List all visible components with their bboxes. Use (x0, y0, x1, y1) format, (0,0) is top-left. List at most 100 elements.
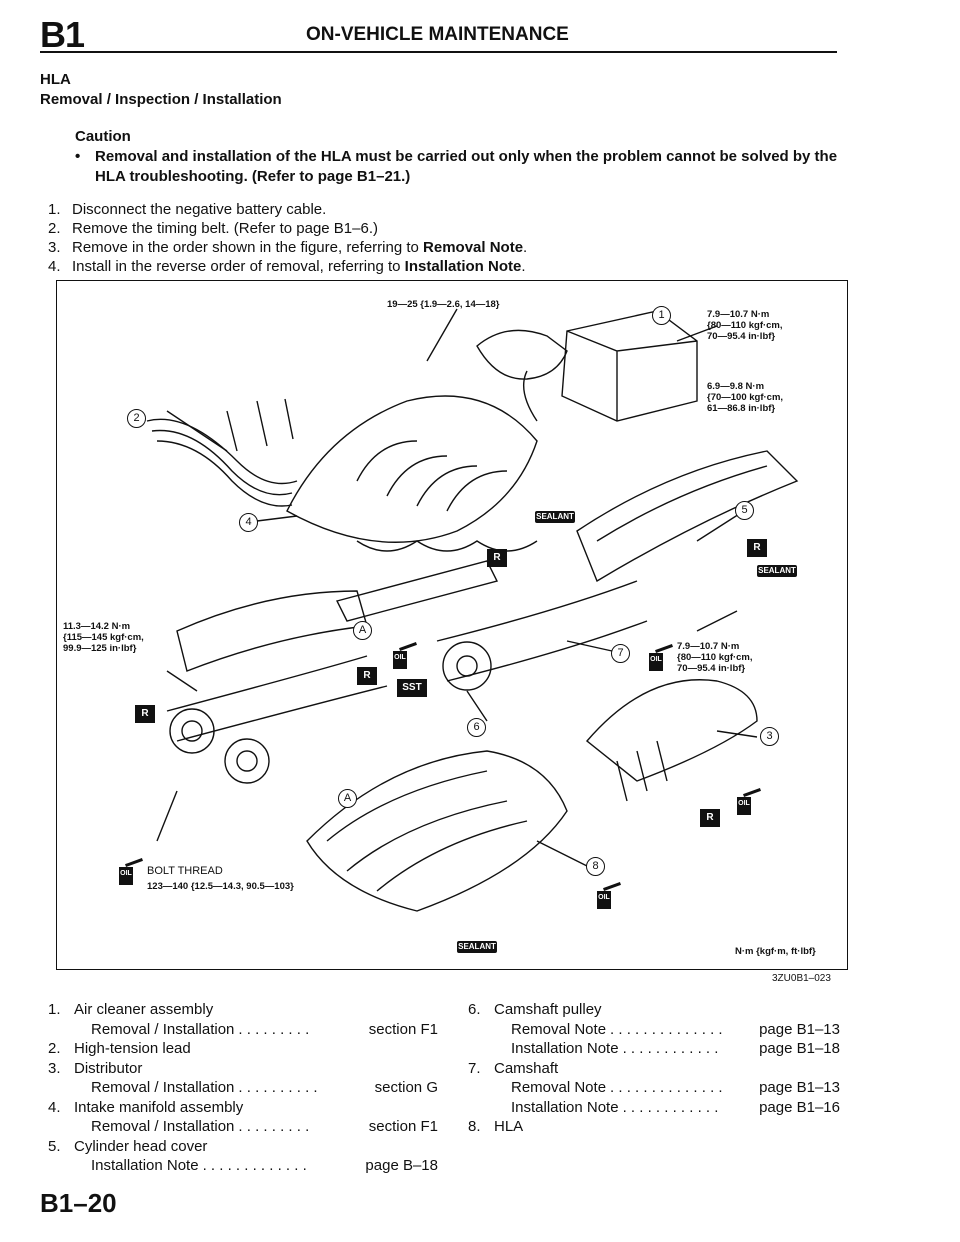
legend-leader-dots: . . . . . . . . . . . . . . (610, 1020, 723, 1038)
legend-reference: Removal / Installation. . . . . . . . .s… (48, 1020, 438, 1040)
bolt-thread-label: BOLT THREAD (147, 865, 223, 877)
caution-text: Removal and installation of the HLA must… (95, 148, 838, 185)
marker-a-upper: A (353, 621, 372, 640)
oil-icon: OIL (393, 642, 417, 671)
replace-tag: R (487, 549, 507, 567)
legend-reference: Removal Note. . . . . . . . . . . . . . p… (468, 1078, 840, 1098)
engine-exploded-drawing (146, 308, 799, 912)
legend-leader-dots: . . . . . . . . . . . . . (202, 1157, 307, 1174)
step-text-main: Remove the timing belt. (Refer to page B… (72, 220, 378, 237)
legend-entry: 8.HLA (468, 1117, 840, 1137)
section-heading: HLA (40, 71, 71, 88)
legend-item: 6. Camshaft pulley (468, 1000, 840, 1020)
units-label: N·m {kgf·m, ft·lbf} (735, 946, 816, 957)
legend-leader-dots: . . . . . . . . . (238, 1118, 310, 1135)
legend-item: 2. High-tension lead (48, 1039, 438, 1059)
sealant-tag: SEALANT (535, 511, 575, 523)
torque-label-right1: 7.9—10.7 N·m{80—110 kgf·cm,70—95.4 in·lb… (707, 309, 783, 342)
legend-part-name: Camshaft (494, 1059, 559, 1077)
step-number: 1. (48, 201, 61, 218)
section-subheading: Removal / Inspection / Installation (40, 91, 282, 108)
caution-heading: Caution (75, 128, 131, 145)
page-number: B1–20 (40, 1188, 117, 1218)
step-text: Install in the reverse order of removal,… (72, 257, 526, 276)
legend-number: 7. (468, 1059, 481, 1077)
marker-4: 4 (239, 513, 258, 532)
torque-label-left: 11.3—14.2 N·m{115—145 kgf·cm,99.9—125 in… (63, 621, 144, 654)
legend-ref-target: section F1 (368, 1118, 438, 1135)
oil-icon: OIL (119, 858, 143, 887)
legend-part-name: Intake manifold assembly (74, 1098, 244, 1116)
legend-ref-label: Removal Note (511, 1079, 607, 1096)
bullet-icon: • (75, 148, 81, 165)
legend-leader-dots: . . . . . . . . . . . . . . (610, 1079, 723, 1096)
marker-3: 3 (760, 727, 779, 746)
legend-number: 6. (468, 1001, 481, 1018)
legend-part-name: High-tension lead (74, 1040, 191, 1057)
step-text-main: Disconnect the negative battery cable. (72, 201, 327, 218)
procedure-step: 4. Install in the reverse order of remova… (48, 257, 527, 276)
step-text-main: Remove in the order shown in the figure,… (72, 239, 424, 256)
torque-label-top: 19—25 {1.9—2.6, 14—18} (387, 299, 500, 310)
legend-ref-label: Installation Note (91, 1157, 199, 1174)
legend-ref-label: Installation Note (511, 1040, 619, 1057)
header-title: ON-VEHICLE MAINTENANCE (306, 24, 569, 45)
torque-label-right2: 6.9—9.8 N·m{70—100 kgf·cm,61—86.8 in·lbf… (707, 381, 784, 414)
legend-part-name: Camshaft pulley (494, 1001, 602, 1018)
marker-7: 7 (611, 644, 630, 663)
legend-item: 4.Intake manifold assembly (48, 1098, 438, 1118)
step-text-main: Install in the reverse order of removal,… (72, 258, 405, 275)
legend-ref-target: page B1–13 (759, 1020, 840, 1038)
legend-leader-dots: . . . . . . . . . . (238, 1079, 318, 1096)
legend-ref-target: page B1–18 (759, 1040, 840, 1057)
step-text-tail: . (521, 258, 526, 275)
exploded-view-figure: 19—25 {1.9—2.6, 14—18} 7.9—10.7 N·m{80—1… (56, 280, 848, 970)
legend-number: 5. (48, 1137, 61, 1155)
procedure-step: 3.Remove in the order shown in the figur… (48, 238, 527, 257)
legend-ref-label: Installation Note (511, 1098, 619, 1116)
marker-5: 5 (735, 501, 754, 520)
caution-block: Caution • Removal and installation of th… (75, 127, 855, 187)
step-text-tail: . (523, 239, 528, 256)
marker-8: 8 (586, 857, 605, 876)
figure-code: 3ZU0B1–023 (772, 973, 831, 984)
section-title: HLA Removal / Inspection / Installation (40, 70, 282, 110)
step-text-emphasis: Removal Note (423, 239, 524, 256)
oil-icon: OIL (737, 788, 761, 817)
procedure-step: 2.Remove the timing belt. (Refer to page… (48, 219, 527, 238)
legend-part-name: Distributor (74, 1059, 143, 1077)
step-text: Remove the timing belt. (Refer to page B… (72, 219, 378, 238)
marker-6: 6 (467, 718, 486, 737)
legend-ref-target: page B1–16 (759, 1098, 840, 1116)
legend-item: 7. Camshaft (468, 1059, 840, 1079)
legend-item: 8.HLA (468, 1117, 840, 1137)
legend-reference: Installation Note. . . . . . . . . . . .… (48, 1156, 438, 1176)
legend-ref-label: Removal Note (511, 1020, 607, 1038)
step-text: Remove in the order shown in the figure,… (72, 238, 527, 257)
legend-item: 1.Air cleaner assembly (48, 1000, 438, 1020)
legend-item: 5.Cylinder head cover (48, 1137, 438, 1157)
legend-ref-label: Removal / Installation (91, 1020, 235, 1038)
legend-number: 2. (48, 1040, 61, 1057)
marker-1: 1 (652, 306, 671, 325)
header-section-code: B1 (40, 14, 85, 55)
legend-number: 1. (48, 1001, 61, 1018)
procedure-step: 1. Disconnect the negative battery cable. (48, 200, 527, 219)
legend-reference: Installation Note. . . . . . . . . . . .… (468, 1098, 840, 1118)
bolt-thread-torque: 123—140 {12.5—14.3, 90.5—103} (147, 881, 294, 892)
legend-ref-target: page B1–13 (759, 1079, 840, 1096)
marker-2: 2 (127, 409, 146, 428)
legend-leader-dots: . . . . . . . . . . . . (622, 1040, 719, 1057)
step-number: 4. (48, 258, 61, 275)
header-rule (40, 51, 837, 53)
legend-number: 3. (48, 1059, 61, 1077)
marker-a-lower: A (338, 789, 357, 808)
legend-reference: Removal Note. . . . . . . . . . . . . . p… (468, 1020, 840, 1040)
sealant-tag: SEALANT (457, 941, 497, 953)
sealant-tag: SEALANT (757, 565, 797, 577)
